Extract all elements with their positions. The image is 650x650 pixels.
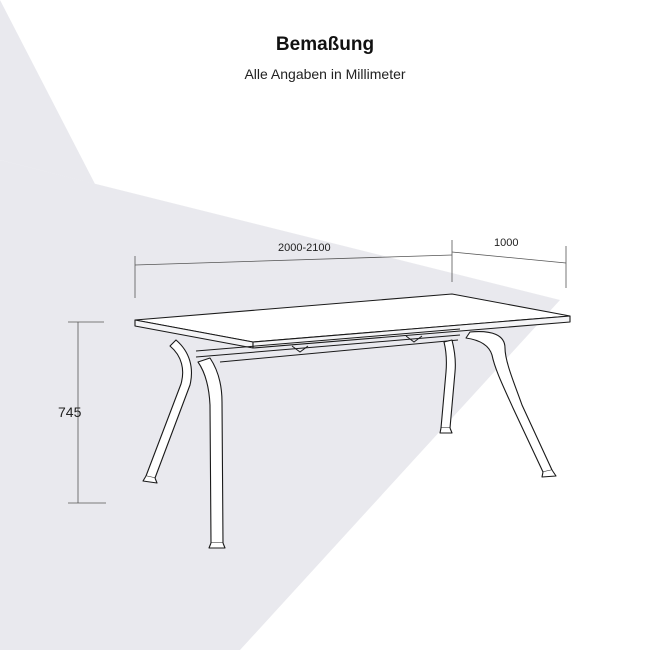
depth-label: 1000: [494, 237, 519, 249]
depth-dimension: [451, 246, 567, 288]
page-title: Bemaßung: [275, 34, 375, 55]
height-label: 745: [58, 404, 82, 420]
leg-front-right: [465, 331, 557, 478]
page-subtitle: Alle Angaben in Millimeter: [244, 66, 406, 82]
length-dimension: [134, 240, 453, 298]
leg-front-left: [197, 357, 226, 549]
height-dimension: [68, 321, 106, 504]
table-frame: [195, 328, 461, 363]
leg-back-left: [142, 339, 193, 484]
background-wedge-top: [0, 0, 95, 184]
leg-back-right: [439, 339, 456, 434]
length-label: 2000-2100: [278, 242, 331, 254]
